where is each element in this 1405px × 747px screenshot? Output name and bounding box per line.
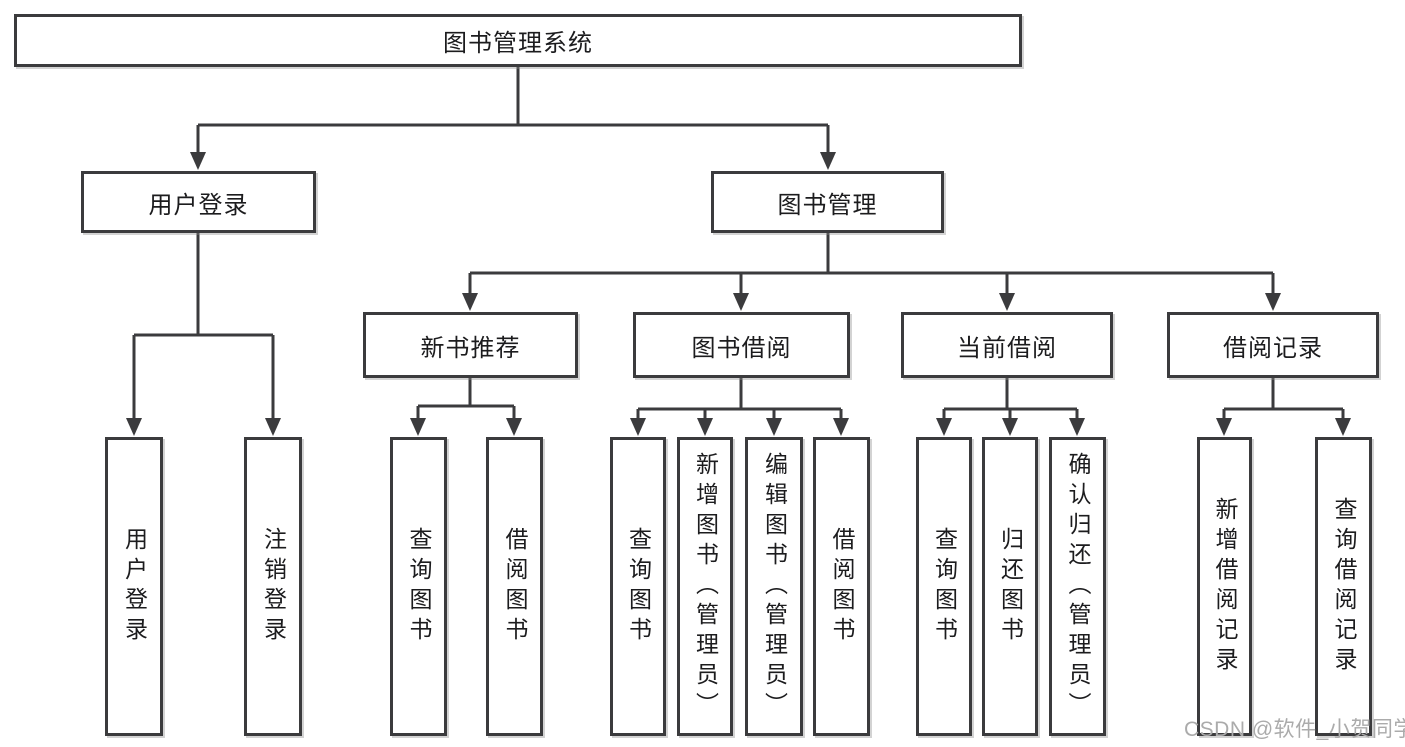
node-user-login-label: 用户登录 — [148, 191, 249, 219]
leaf-borrow-books-recommend-label: 借阅图书 — [502, 526, 528, 647]
node-book-management: 图书管理 — [711, 171, 944, 233]
node-new-book-recommend-label: 新书推荐 — [420, 334, 521, 362]
leaf-query-books-current-label: 查询图书 — [931, 526, 958, 647]
node-book-borrow-label: 图书借阅 — [691, 334, 792, 362]
leaf-return-book: 归还图书 — [982, 437, 1038, 736]
leaf-edit-book-admin: 编辑图书（管理员） — [745, 437, 803, 736]
leaf-query-borrow-record: 查询借阅记录 — [1315, 437, 1372, 736]
leaf-add-borrow-record: 新增借阅记录 — [1197, 437, 1252, 736]
node-user-login: 用户登录 — [81, 171, 316, 233]
node-root-system: 图书管理系统 — [14, 14, 1022, 67]
node-book-borrow: 图书借阅 — [633, 312, 850, 378]
leaf-edit-book-admin-label: 编辑图书（管理员） — [761, 451, 788, 722]
leaf-borrow-books-recommend: 借阅图书 — [486, 437, 543, 736]
leaf-query-books-current: 查询图书 — [916, 437, 972, 736]
node-root-system-label: 图书管理系统 — [443, 30, 593, 57]
csdn-watermark: CSDN @软件_小贺同学 — [1184, 718, 1405, 741]
leaf-query-books-borrow: 查询图书 — [610, 437, 666, 736]
node-new-book-recommend: 新书推荐 — [363, 312, 578, 378]
leaf-query-borrow-record-label: 查询借阅记录 — [1331, 496, 1357, 677]
leaf-borrow-books-borrow: 借阅图书 — [813, 437, 870, 736]
leaf-add-borrow-record-label: 新增借阅记录 — [1212, 496, 1238, 677]
leaf-confirm-return-admin: 确认归还（管理员） — [1049, 437, 1106, 736]
leaf-add-book-admin: 新增图书（管理员） — [677, 437, 733, 736]
leaf-return-book-label: 归还图书 — [997, 526, 1024, 647]
node-current-borrow: 当前借阅 — [901, 312, 1113, 378]
leaf-user-login-label: 用户登录 — [121, 526, 148, 647]
leaf-add-book-admin-label: 新增图书（管理员） — [692, 451, 719, 722]
leaf-user-login: 用户登录 — [105, 437, 163, 736]
leaf-logout: 注销登录 — [244, 437, 302, 736]
node-current-borrow-label: 当前借阅 — [957, 334, 1057, 362]
leaf-confirm-return-admin-label: 确认归还（管理员） — [1065, 451, 1091, 722]
node-borrow-records: 借阅记录 — [1167, 312, 1379, 378]
leaf-query-books-recommend: 查询图书 — [390, 437, 447, 736]
leaf-logout-label: 注销登录 — [260, 526, 287, 647]
node-borrow-records-label: 借阅记录 — [1223, 334, 1323, 362]
leaf-query-books-borrow-label: 查询图书 — [625, 526, 652, 647]
node-book-management-label: 图书管理 — [777, 191, 878, 219]
leaf-query-books-recommend-label: 查询图书 — [406, 526, 432, 647]
leaf-borrow-books-borrow-label: 借阅图书 — [829, 526, 855, 647]
